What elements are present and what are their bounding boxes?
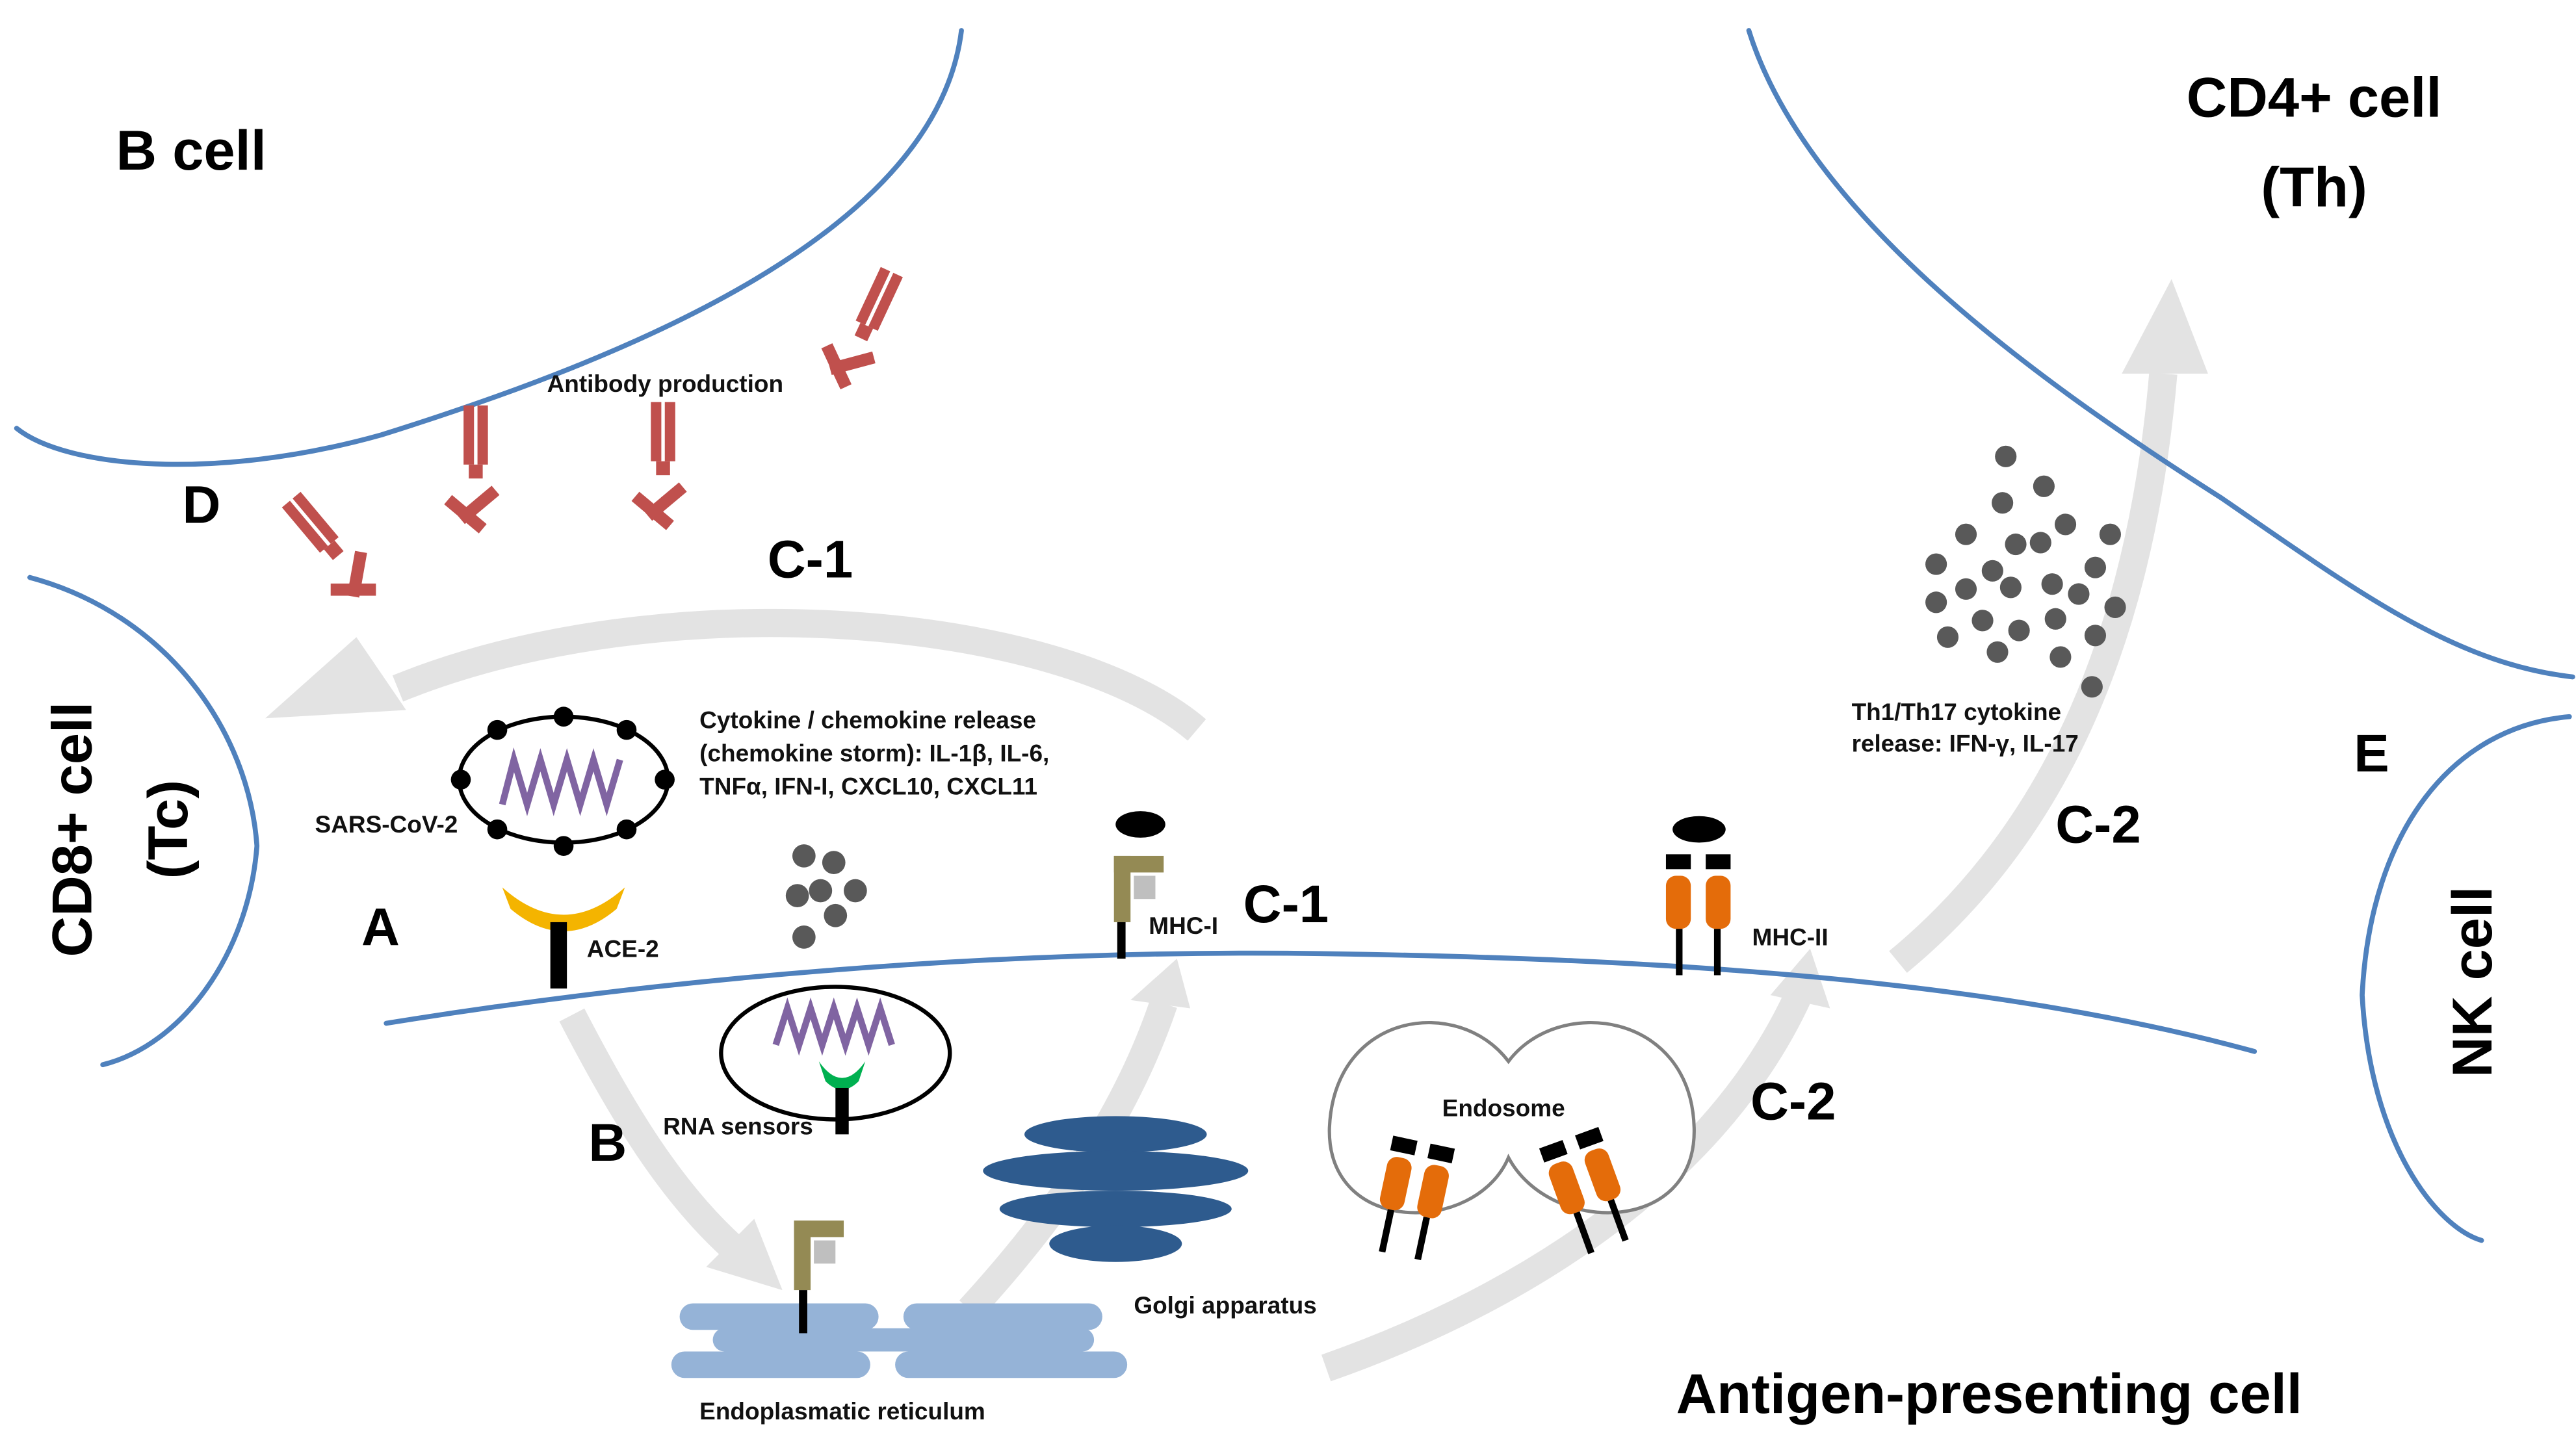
flow-arrow-b-head [706, 1219, 783, 1291]
antibody-icon [281, 491, 376, 598]
flow-arrow-c2-upper [1889, 372, 2178, 973]
rna-sensors-label: RNA sensors [663, 1113, 813, 1139]
mhc-ii-endosome-icon [1379, 1135, 1455, 1260]
cd4-cell-membrane [1746, 28, 2575, 680]
mhc-ii-endosome-icon [1539, 1127, 1629, 1254]
golgi-label: Golgi apparatus [1134, 1292, 1316, 1319]
mhc-ii-icon [1665, 816, 1731, 976]
cytokine-dots-th [1925, 445, 2126, 698]
step-b-label: B [588, 1113, 627, 1172]
step-d-label: D [183, 475, 221, 534]
flow-arrow-c1-upper [392, 609, 1206, 741]
ace2-label: ACE-2 [587, 936, 659, 963]
flow-arrow-c1-lower-head [1130, 959, 1191, 1009]
apc-label: Antigen-presenting cell [1676, 1363, 2302, 1425]
rna-sensor-icon [818, 1061, 866, 1090]
cytokine-release-line2: (chemokine storm): IL-1β, IL-6, [699, 740, 1049, 767]
step-c1-upper-label: C-1 [768, 530, 853, 589]
cytokine-release-line1: Cytokine / chemokine release [699, 707, 1036, 734]
antibody-icon [821, 266, 903, 390]
viral-rna-icon [499, 747, 623, 816]
step-c1-lower-label: C-1 [1243, 875, 1329, 934]
flow-arrow-c2-lower-head [1770, 948, 1830, 1009]
endosome [1327, 1020, 1696, 1260]
er-icon [671, 1303, 1128, 1378]
rna-sensor-vesicle [719, 985, 952, 1135]
cd8-cell-sublabel: (Tc) [137, 780, 200, 879]
virus-icon [450, 706, 675, 856]
mhc-i-icon [1113, 811, 1165, 959]
b-cell-membrane [14, 28, 964, 467]
viral-rna-icon [772, 997, 895, 1056]
b-cell-label: B cell [116, 120, 267, 182]
mhc-i-er-icon [794, 1220, 844, 1334]
cytokine-release-line3: TNFα, IFN-I, CXCL10, CXCL11 [699, 773, 1037, 800]
flow-arrow-c1-upper-head [265, 637, 406, 719]
mhc-ii-label: MHC-II [1752, 924, 1828, 951]
antibody-icon [444, 405, 500, 534]
antibody-production-label: Antibody production [547, 370, 783, 397]
apc-membrane [384, 950, 2257, 1054]
sars-cov-2-label: SARS-CoV-2 [315, 811, 458, 838]
step-c2-right-label: C-2 [2055, 795, 2140, 855]
antibodies [281, 266, 903, 598]
flow-arrow-c2-upper-head [2122, 279, 2208, 374]
flow-arrow-b [559, 1008, 748, 1263]
cd8-cell-membrane [27, 575, 260, 1068]
antibody-icon [631, 402, 687, 530]
flow-arrow-c2-lower [1321, 989, 1812, 1382]
mhc-i-label: MHC-I [1149, 912, 1218, 939]
step-c2-lower-label: C-2 [1750, 1072, 1836, 1131]
ace2-receptor-icon [502, 887, 625, 989]
th-cytokine-line1: Th1/Th17 cytokine [1852, 699, 2062, 725]
step-e-label: E [2354, 724, 2389, 783]
nk-cell-label: NK cell [2441, 886, 2504, 1078]
nk-cell-membrane [2360, 714, 2572, 1243]
step-a-label: A [361, 898, 400, 957]
cytokine-dots-apc [785, 844, 867, 949]
er-label: Endoplasmatic reticulum [699, 1398, 985, 1425]
cd4-cell-label: CD4+ cell [2187, 67, 2442, 129]
cd8-cell-label: CD8+ cell [41, 702, 103, 957]
endosome-label: Endosome [1442, 1094, 1565, 1121]
th-cytokine-line2: release: IFN-γ, IL-17 [1852, 730, 2079, 756]
golgi-apparatus-icon [983, 1116, 1249, 1262]
cd4-cell-sublabel: (Th) [2261, 156, 2367, 218]
